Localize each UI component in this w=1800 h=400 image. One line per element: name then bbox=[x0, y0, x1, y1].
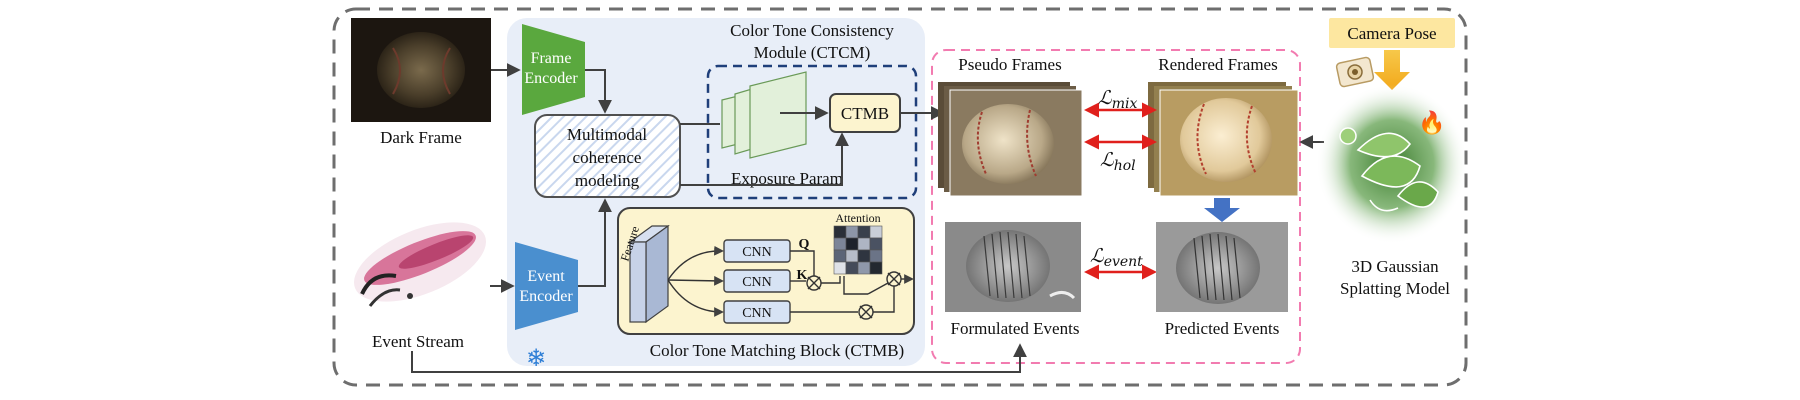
gaussian-model-image bbox=[1316, 84, 1468, 244]
fire-icon: 🔥 bbox=[1418, 110, 1445, 136]
cnn-label-q: CNN bbox=[742, 245, 772, 260]
formulated-events-image bbox=[945, 222, 1081, 312]
camera-pose-box bbox=[1329, 18, 1455, 48]
gaussian-label-1: 3D Gaussian bbox=[1351, 257, 1439, 276]
camera-icon bbox=[1335, 56, 1375, 88]
cnn-label-v: CNN bbox=[742, 306, 772, 321]
frame-encoder bbox=[522, 24, 585, 115]
predicted-events-image bbox=[1156, 222, 1288, 312]
pseudo-frames-image bbox=[938, 82, 1083, 197]
ctmb-label: CTMB bbox=[841, 104, 889, 123]
k-label: K bbox=[797, 268, 808, 283]
rendered-frames-image bbox=[1148, 82, 1299, 197]
multimodal-label-3: modeling bbox=[575, 171, 640, 190]
loss-mix-label: ℒmix bbox=[1098, 87, 1137, 112]
dark-frame-label: Dark Frame bbox=[380, 128, 462, 147]
attention-map bbox=[833, 225, 883, 275]
ctmb-block-label: Color Tone Matching Block (CTMB) bbox=[650, 341, 904, 360]
outer-frame bbox=[332, 7, 1468, 387]
event-encoder-label-1: Event bbox=[527, 268, 565, 285]
ctmb-ops bbox=[790, 250, 914, 320]
dark-frame-image bbox=[351, 18, 491, 122]
render-to-event-arrow bbox=[1204, 198, 1240, 222]
event-stream-label: Event Stream bbox=[372, 332, 464, 351]
ctcm-title-2: Module (CTCM) bbox=[754, 43, 871, 62]
loss-arrows bbox=[1084, 102, 1157, 280]
camera-pose-label: Camera Pose bbox=[1347, 24, 1436, 43]
frame-encoder-label-2: Encoder bbox=[524, 70, 578, 87]
gaussian-label-2: Splatting Model bbox=[1340, 279, 1450, 298]
multimodal-label-1: Multimodal bbox=[567, 125, 648, 144]
feature-cube bbox=[628, 224, 670, 324]
loss-region bbox=[931, 49, 1301, 364]
exposure-param-label: Exposure Param bbox=[731, 169, 843, 188]
rendered-frames-label: Rendered Frames bbox=[1158, 55, 1277, 74]
pseudo-frames-label: Pseudo Frames bbox=[958, 55, 1061, 74]
cnn-label-k: CNN bbox=[742, 275, 772, 290]
event-stream-image bbox=[353, 222, 487, 307]
snowflake-icon: ❄ bbox=[526, 344, 546, 372]
loss-event-label: ℒevent bbox=[1090, 245, 1143, 270]
formulated-events-label: Formulated Events bbox=[951, 319, 1080, 338]
predicted-events-label: Predicted Events bbox=[1165, 319, 1280, 338]
attention-label: Attention bbox=[835, 211, 880, 225]
frame-encoder-label-1: Frame bbox=[531, 50, 572, 67]
exposure-param-stack bbox=[721, 71, 807, 159]
ctcm-box bbox=[706, 64, 918, 200]
cube-branch-lines bbox=[667, 245, 724, 317]
q-label: Q bbox=[799, 237, 810, 252]
loss-hol-label: ℒhol bbox=[1100, 149, 1136, 174]
ctcm-title-1: Color Tone Consistency bbox=[730, 21, 894, 40]
multimodal-label-2: coherence bbox=[573, 148, 642, 167]
multimodal-coherence-box bbox=[534, 114, 681, 198]
camera-pose-arrow bbox=[1374, 50, 1410, 90]
event-encoder bbox=[515, 242, 578, 330]
event-encoder-label-2: Encoder bbox=[519, 288, 573, 305]
